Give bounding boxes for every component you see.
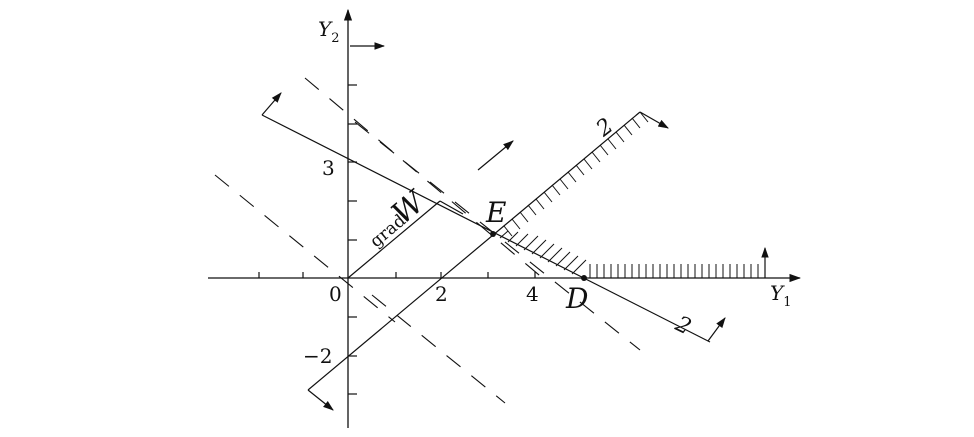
point-e-marker bbox=[490, 231, 496, 237]
tick-label-y-neg2: −2 bbox=[303, 344, 332, 368]
y2-ticks bbox=[348, 84, 357, 395]
constraint-label-upper: 2 bbox=[591, 114, 618, 143]
constraint-1-left-arrow bbox=[261, 92, 282, 116]
hatching-ed-segment bbox=[499, 230, 587, 275]
constraint-line-1 bbox=[261, 114, 711, 343]
constraint-2-top-arrow bbox=[639, 111, 669, 129]
tick-label-y-3: 3 bbox=[322, 156, 335, 180]
y1-ticks bbox=[258, 272, 536, 278]
constraint-line-2 bbox=[307, 111, 641, 391]
y2-axis-label: Y2 bbox=[318, 17, 339, 46]
y1-axis-label: Y1 bbox=[770, 281, 791, 310]
tick-label-x-2: 2 bbox=[435, 282, 448, 306]
hatching-y1-boundary bbox=[589, 264, 759, 278]
tick-label-x-4: 4 bbox=[526, 282, 539, 306]
point-d-marker bbox=[581, 275, 587, 281]
grad-w-perp bbox=[439, 200, 464, 215]
grad-w-vector bbox=[347, 200, 441, 279]
hatching-upper-boundary bbox=[503, 111, 649, 237]
constraint-2-bottom-arrow bbox=[307, 389, 334, 411]
objective-level-lines bbox=[214, 77, 641, 404]
point-e-label: E bbox=[485, 196, 506, 229]
grad-w-arrow bbox=[477, 140, 514, 171]
tick-label-origin: 0 bbox=[329, 282, 342, 306]
grad-w-label: grad W bbox=[366, 184, 433, 252]
constraint-1-right-arrow bbox=[707, 317, 726, 342]
point-d-label: D bbox=[565, 282, 588, 315]
constraint-label-lower: 2 bbox=[670, 311, 694, 340]
